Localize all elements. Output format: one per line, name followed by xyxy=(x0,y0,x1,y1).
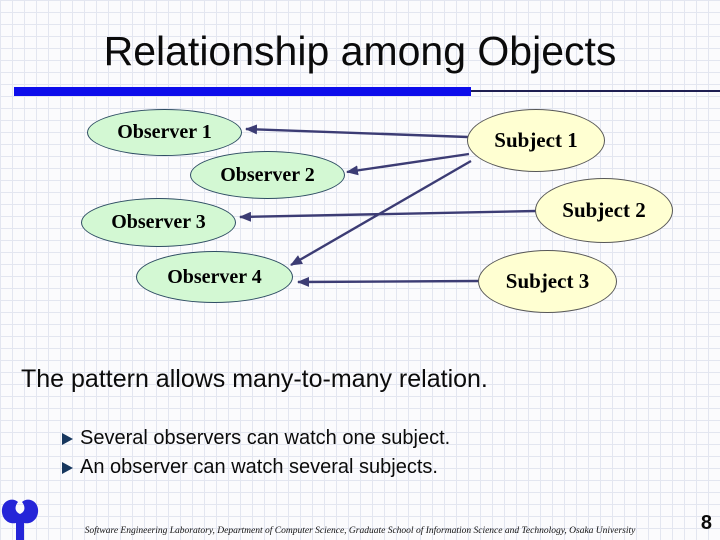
bullet-item: Several observers can watch one subject. xyxy=(62,424,450,453)
bullet-text: An observer can watch several subjects. xyxy=(80,456,438,478)
bullet-item: An observer can watch several subjects. xyxy=(62,453,450,482)
arrow-subject-1-to-observer-1 xyxy=(245,124,469,139)
node-observer-2: Observer 2 xyxy=(190,151,345,199)
title-underline-bar xyxy=(14,87,471,96)
body-statement: The pattern allows many-to-many relation… xyxy=(21,365,488,393)
arrow-subject-3-to-observer-4 xyxy=(297,276,480,287)
triangle-bullet-icon xyxy=(62,432,73,445)
triangle-bullet-icon xyxy=(62,461,73,474)
node-subject-3: Subject 3 xyxy=(478,250,617,313)
node-subject-2: Subject 2 xyxy=(535,178,673,243)
node-observer-4: Observer 4 xyxy=(136,251,293,303)
arrow-subject-2-to-observer-3 xyxy=(239,209,537,222)
node-observer-3: Observer 3 xyxy=(81,198,236,247)
osaka-university-logo-icon xyxy=(1,496,39,540)
slide-title: Relationship among Objects xyxy=(103,28,617,74)
footer-credit: Software Engineering Laboratory, Departm… xyxy=(84,526,636,536)
page-number: 8 xyxy=(700,512,712,534)
arrow-subject-1-to-observer-2 xyxy=(346,152,470,176)
node-observer-1: Observer 1 xyxy=(87,109,242,156)
bullet-list: Several observers can watch one subject.… xyxy=(62,424,450,482)
bullet-text: Several observers can watch one subject. xyxy=(80,427,451,449)
node-subject-1: Subject 1 xyxy=(467,109,605,172)
